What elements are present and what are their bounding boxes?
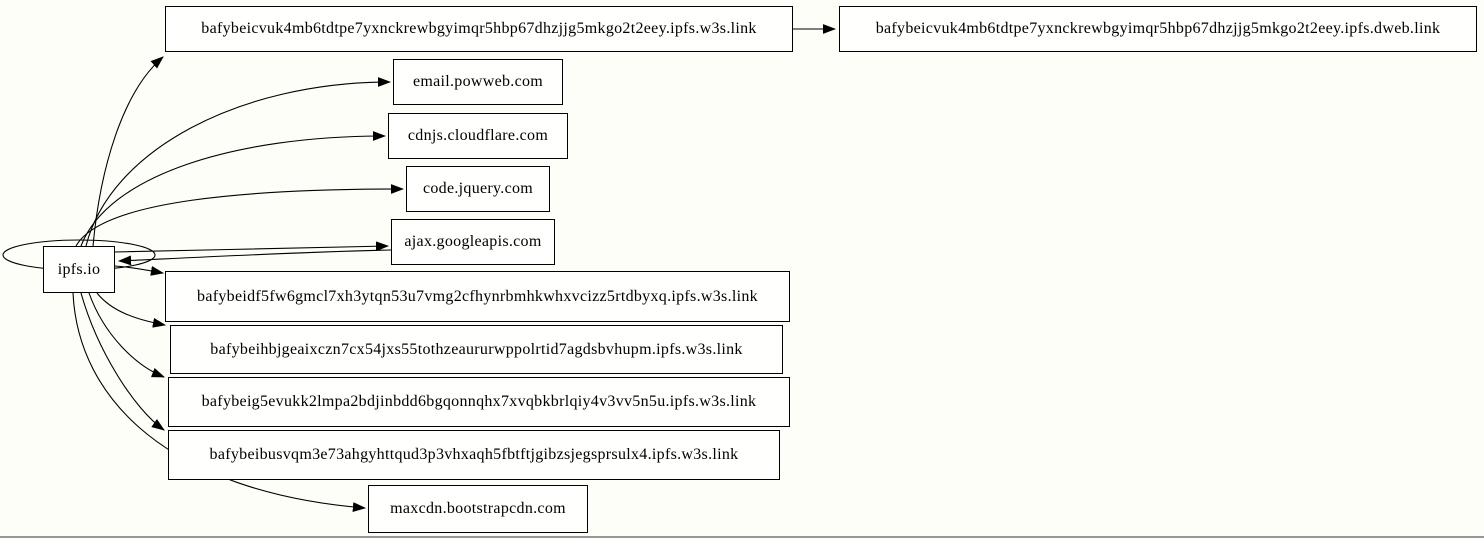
node-ipfs-io: ipfs.io (43, 246, 115, 293)
bottom-divider (0, 536, 1484, 538)
node-bafybeicvuk-dweb-link: bafybeicvuk4mb6tdtpe7yxnckrewbgyimqr5hbp… (839, 6, 1477, 52)
node-bafybeicvuk-w3s-link: bafybeicvuk4mb6tdtpe7yxnckrewbgyimqr5hbp… (165, 6, 793, 52)
edge-ipfs-to-email (85, 77, 392, 247)
edge-ipfs-to-w3s-bu (80, 292, 165, 431)
edge-ipfs-to-ajax (114, 241, 390, 253)
node-ajax-googleapis-com: ajax.googleapis.com (391, 219, 555, 265)
node-bafybeihbj-w3s-link: bafybeihbjgeaixczn7cx54jxs55tothzeaururw… (170, 325, 783, 374)
edge-ipfs-to-maxcdn (72, 292, 367, 512)
edge-ipfs-to-w3s-ih (96, 292, 167, 328)
edge-ipfs-to-w3s-cvuk (92, 56, 164, 247)
edge-ipfs-to-w3s-df (114, 265, 165, 276)
edge-ipfs-to-w3s-g5 (88, 292, 166, 378)
edge-ajax-to-ipfs (117, 249, 392, 266)
edge-ipfs-to-jquery (75, 184, 405, 247)
node-cdnjs-cloudflare-com: cdnjs.cloudflare.com (388, 113, 568, 159)
node-email-powweb-com: email.powweb.com (393, 59, 563, 105)
node-bafybeidf-w3s-link: bafybeidf5fw6gmcl7xh3ytqn53u7vmg2cfhynrb… (165, 271, 790, 322)
edge-ipfs-to-cdnjs (80, 131, 387, 247)
node-bafybeibusvqm-w3s-link: bafybeibusvqm3e73ahgyhttqud3p3vhxaqh5fbt… (168, 430, 780, 480)
node-code-jquery-com: code.jquery.com (406, 166, 550, 212)
node-bafybeig5-w3s-link: bafybeig5evukk2lmpa2bdjinbdd6bgqonnqhx7x… (168, 377, 790, 427)
node-maxcdn-bootstrapcdn-com: maxcdn.bootstrapcdn.com (368, 485, 588, 533)
